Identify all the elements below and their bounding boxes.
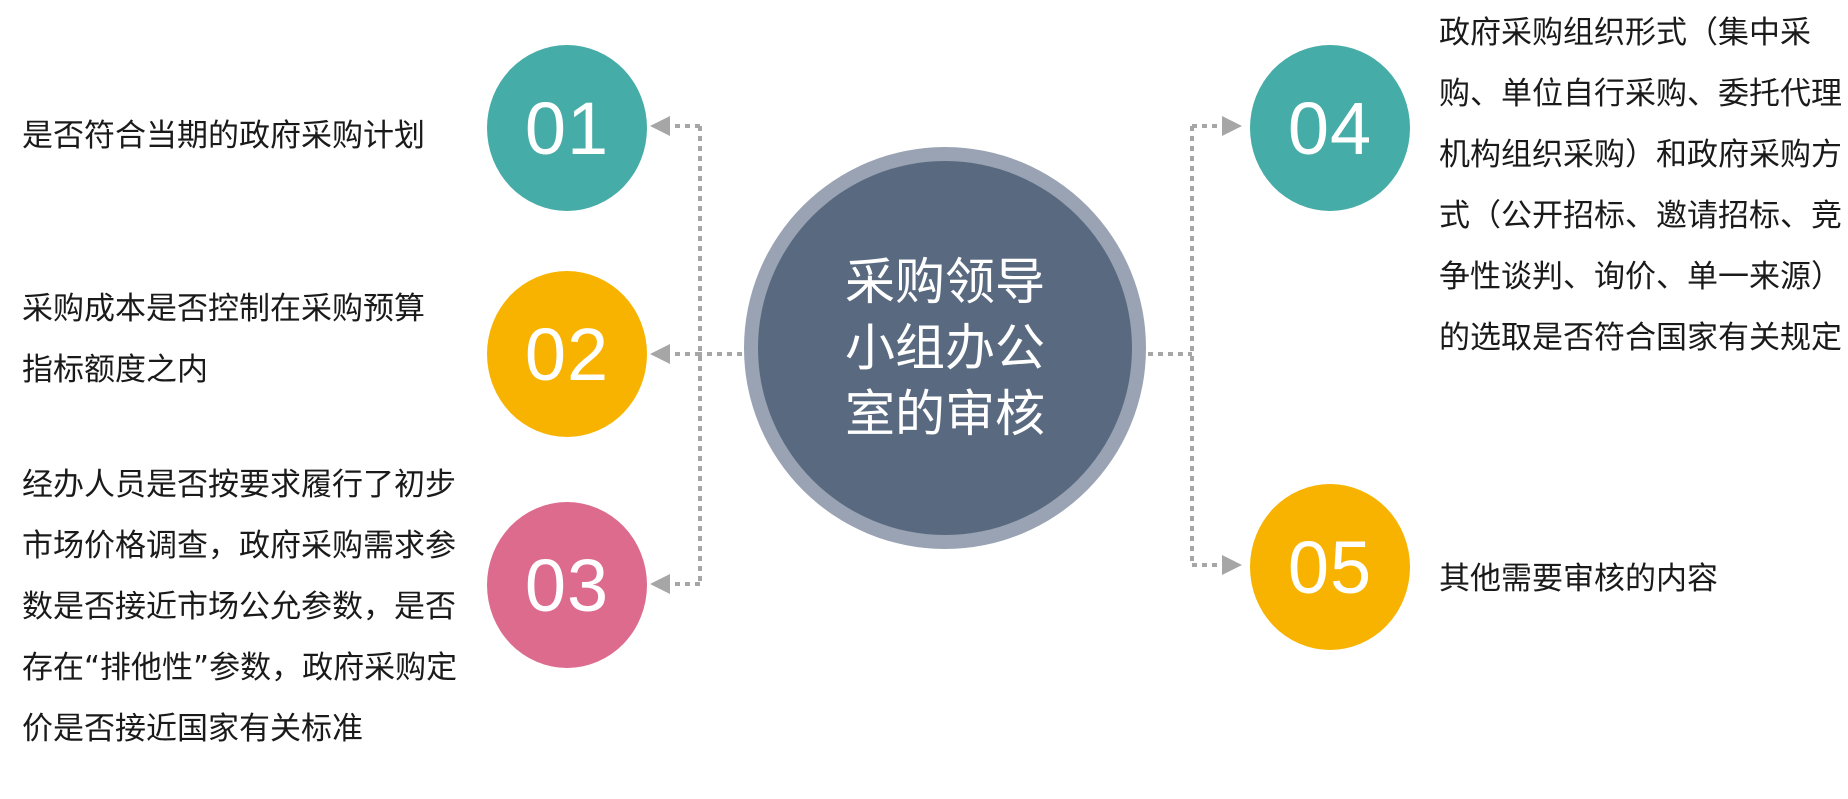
item-04-text: 政府采购组织形式（集中采购、单位自行采购、委托代理机构组织采购）和政府采购方式（… [1439,15,1842,356]
item-03-text: 经办人员是否按要求履行了初步市场价格调查，政府采购需求参数是否接近市场公允参数，… [22,467,458,747]
node-03-circle: 03 [487,502,647,668]
node-02-number: 02 [524,312,610,396]
center-circle: 采购领导小组办公室的审核 [758,161,1132,535]
node-01-circle: 01 [487,45,647,211]
node-03-number: 03 [524,543,610,627]
node-04-circle: 04 [1250,45,1410,211]
node-05-number: 05 [1287,525,1373,609]
item-01-text: 是否符合当期的政府采购计划 [22,118,425,154]
node-05-circle: 05 [1250,484,1410,650]
item-05-text: 其他需要审核的内容 [1439,561,1718,597]
node-04-number: 04 [1287,86,1373,170]
node-02-circle: 02 [487,271,647,437]
node-01-number: 01 [524,86,610,170]
item-02-text: 采购成本是否控制在采购预算指标额度之内 [22,291,425,388]
center-label: 采购领导小组办公室的审核 [845,253,1045,443]
